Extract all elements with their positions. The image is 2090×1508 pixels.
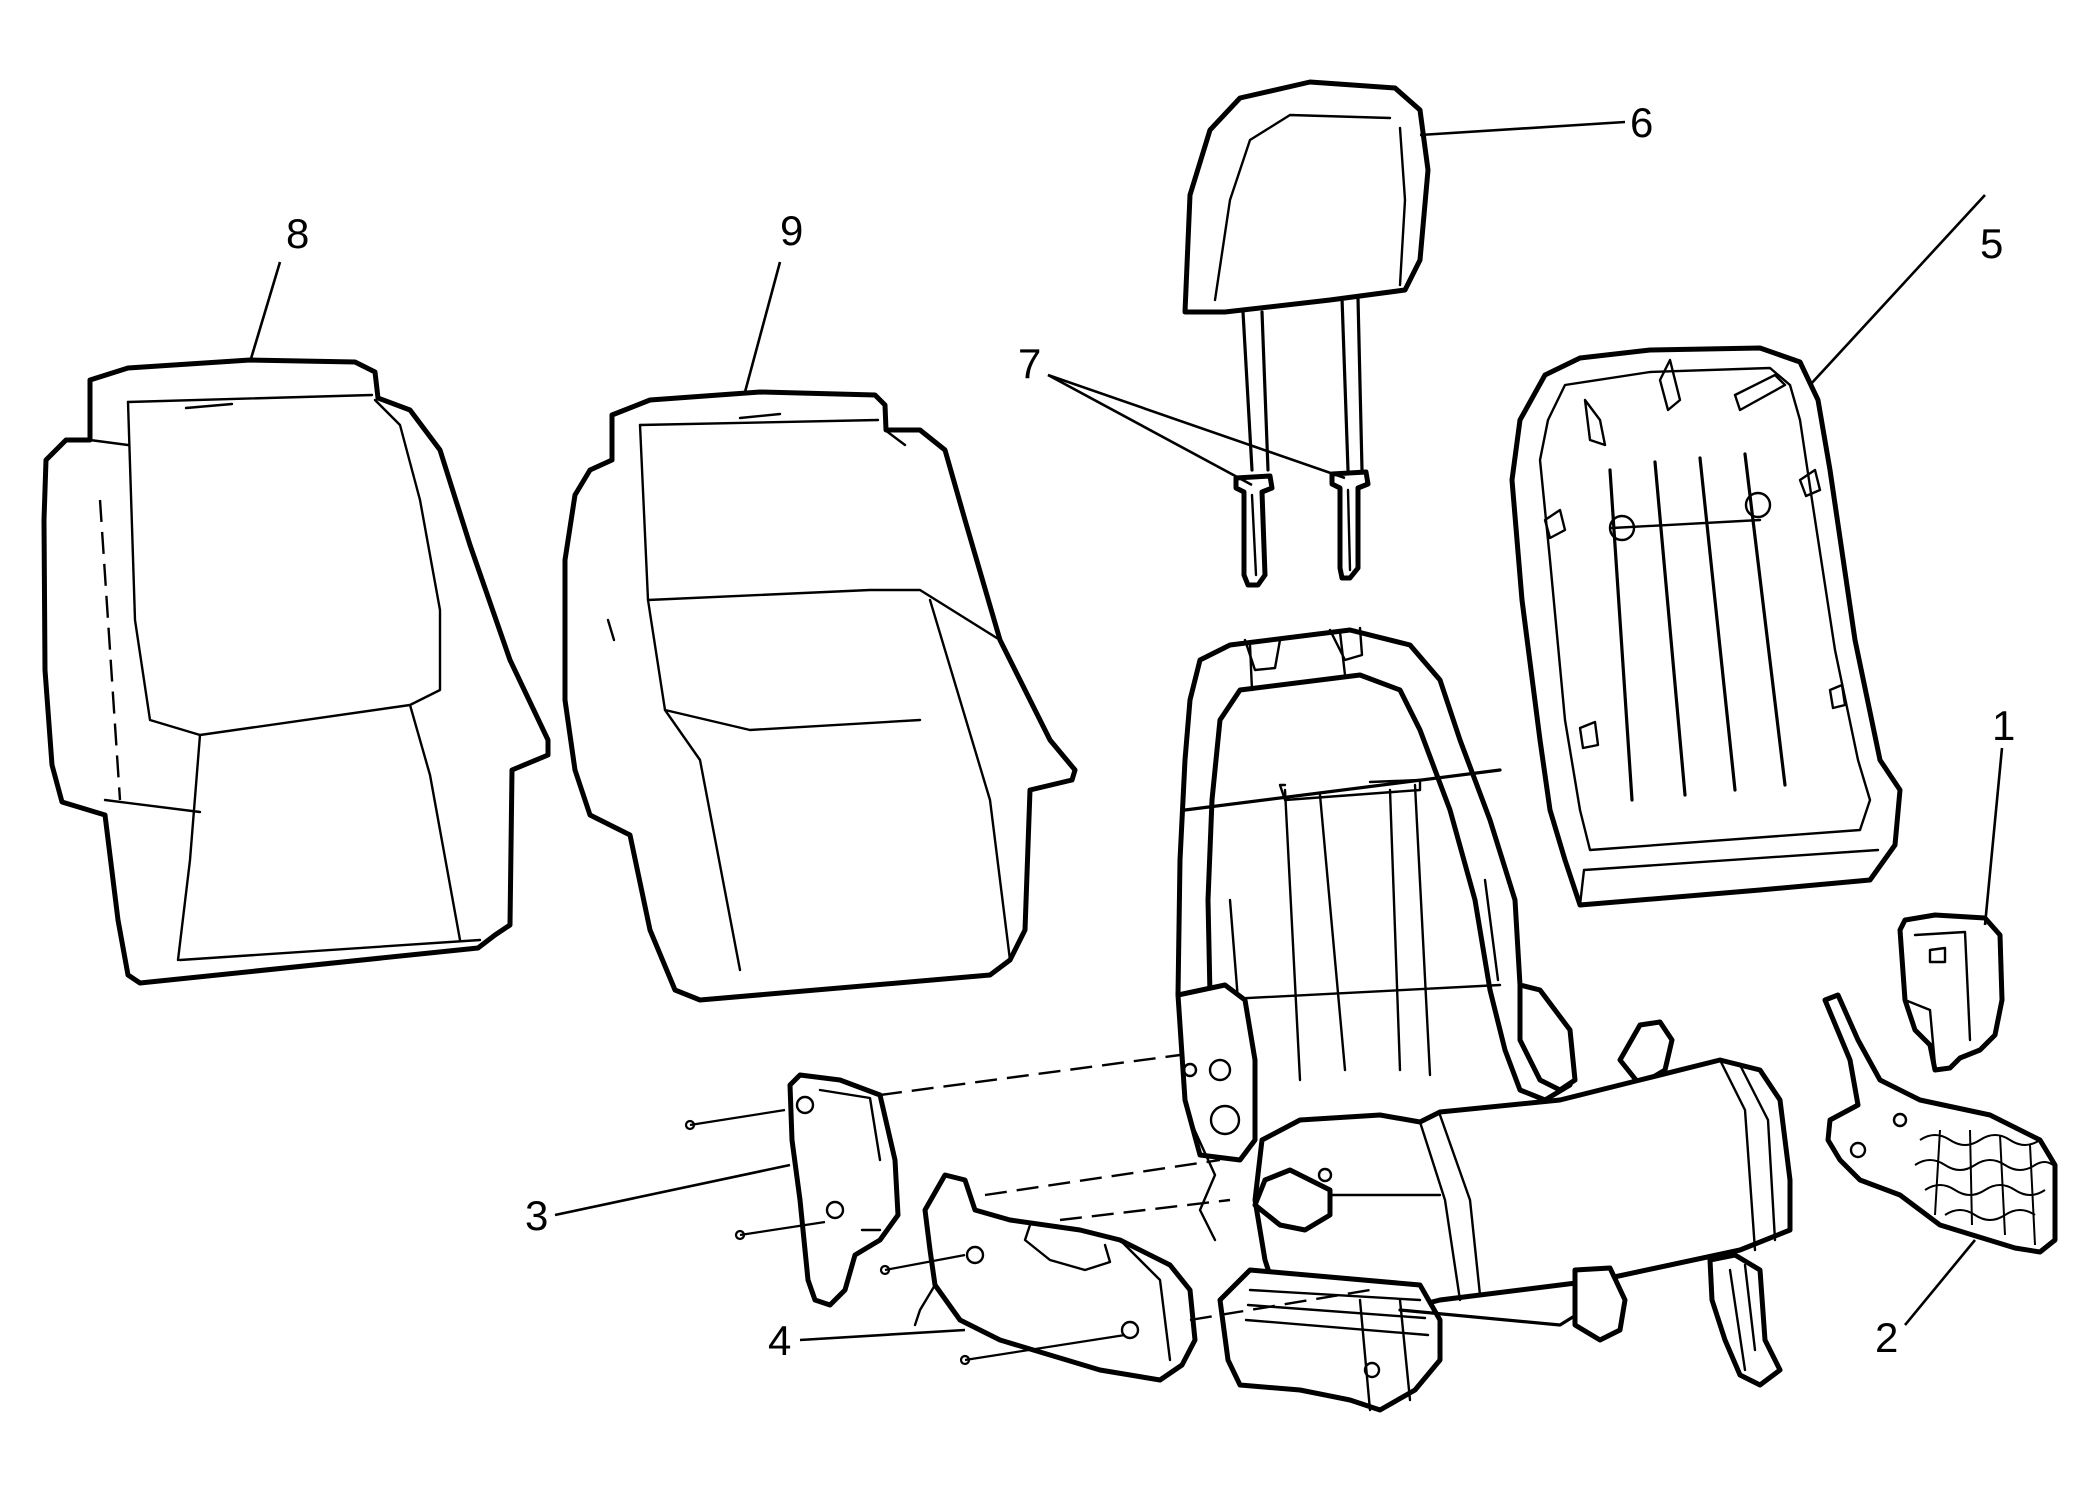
part-7-guides xyxy=(1233,469,1371,588)
part-6-head-restraint xyxy=(1182,79,1431,472)
assembly-lines xyxy=(879,1053,1371,1322)
callout-8: 8 xyxy=(286,210,309,257)
callout-4: 4 xyxy=(768,1317,791,1364)
callout-5: 5 xyxy=(1980,220,2003,267)
callout-1: 1 xyxy=(1992,702,2015,749)
part-3-recliner-cover xyxy=(787,1072,901,1308)
screws xyxy=(684,1108,1126,1366)
part-8-seat-back-cover xyxy=(41,357,551,986)
callout-labels: 1 2 3 4 5 6 7 8 9 xyxy=(286,99,2015,1364)
callout-2: 2 xyxy=(1875,1314,1898,1361)
part-2-side-shield xyxy=(1822,992,2058,1255)
callout-6: 6 xyxy=(1630,99,1653,146)
callout-3: 3 xyxy=(525,1192,548,1239)
part-5-back-panel xyxy=(1509,345,1903,908)
callout-9: 9 xyxy=(780,207,803,254)
seat-frame-assembly xyxy=(1175,626,1793,1413)
part-1-trim-cover xyxy=(1897,912,2005,1073)
callout-7: 7 xyxy=(1018,340,1041,387)
leader-lines xyxy=(248,120,2004,1342)
part-4-side-shield xyxy=(913,1172,1198,1383)
part-9-seat-back-pad xyxy=(562,389,1078,1003)
